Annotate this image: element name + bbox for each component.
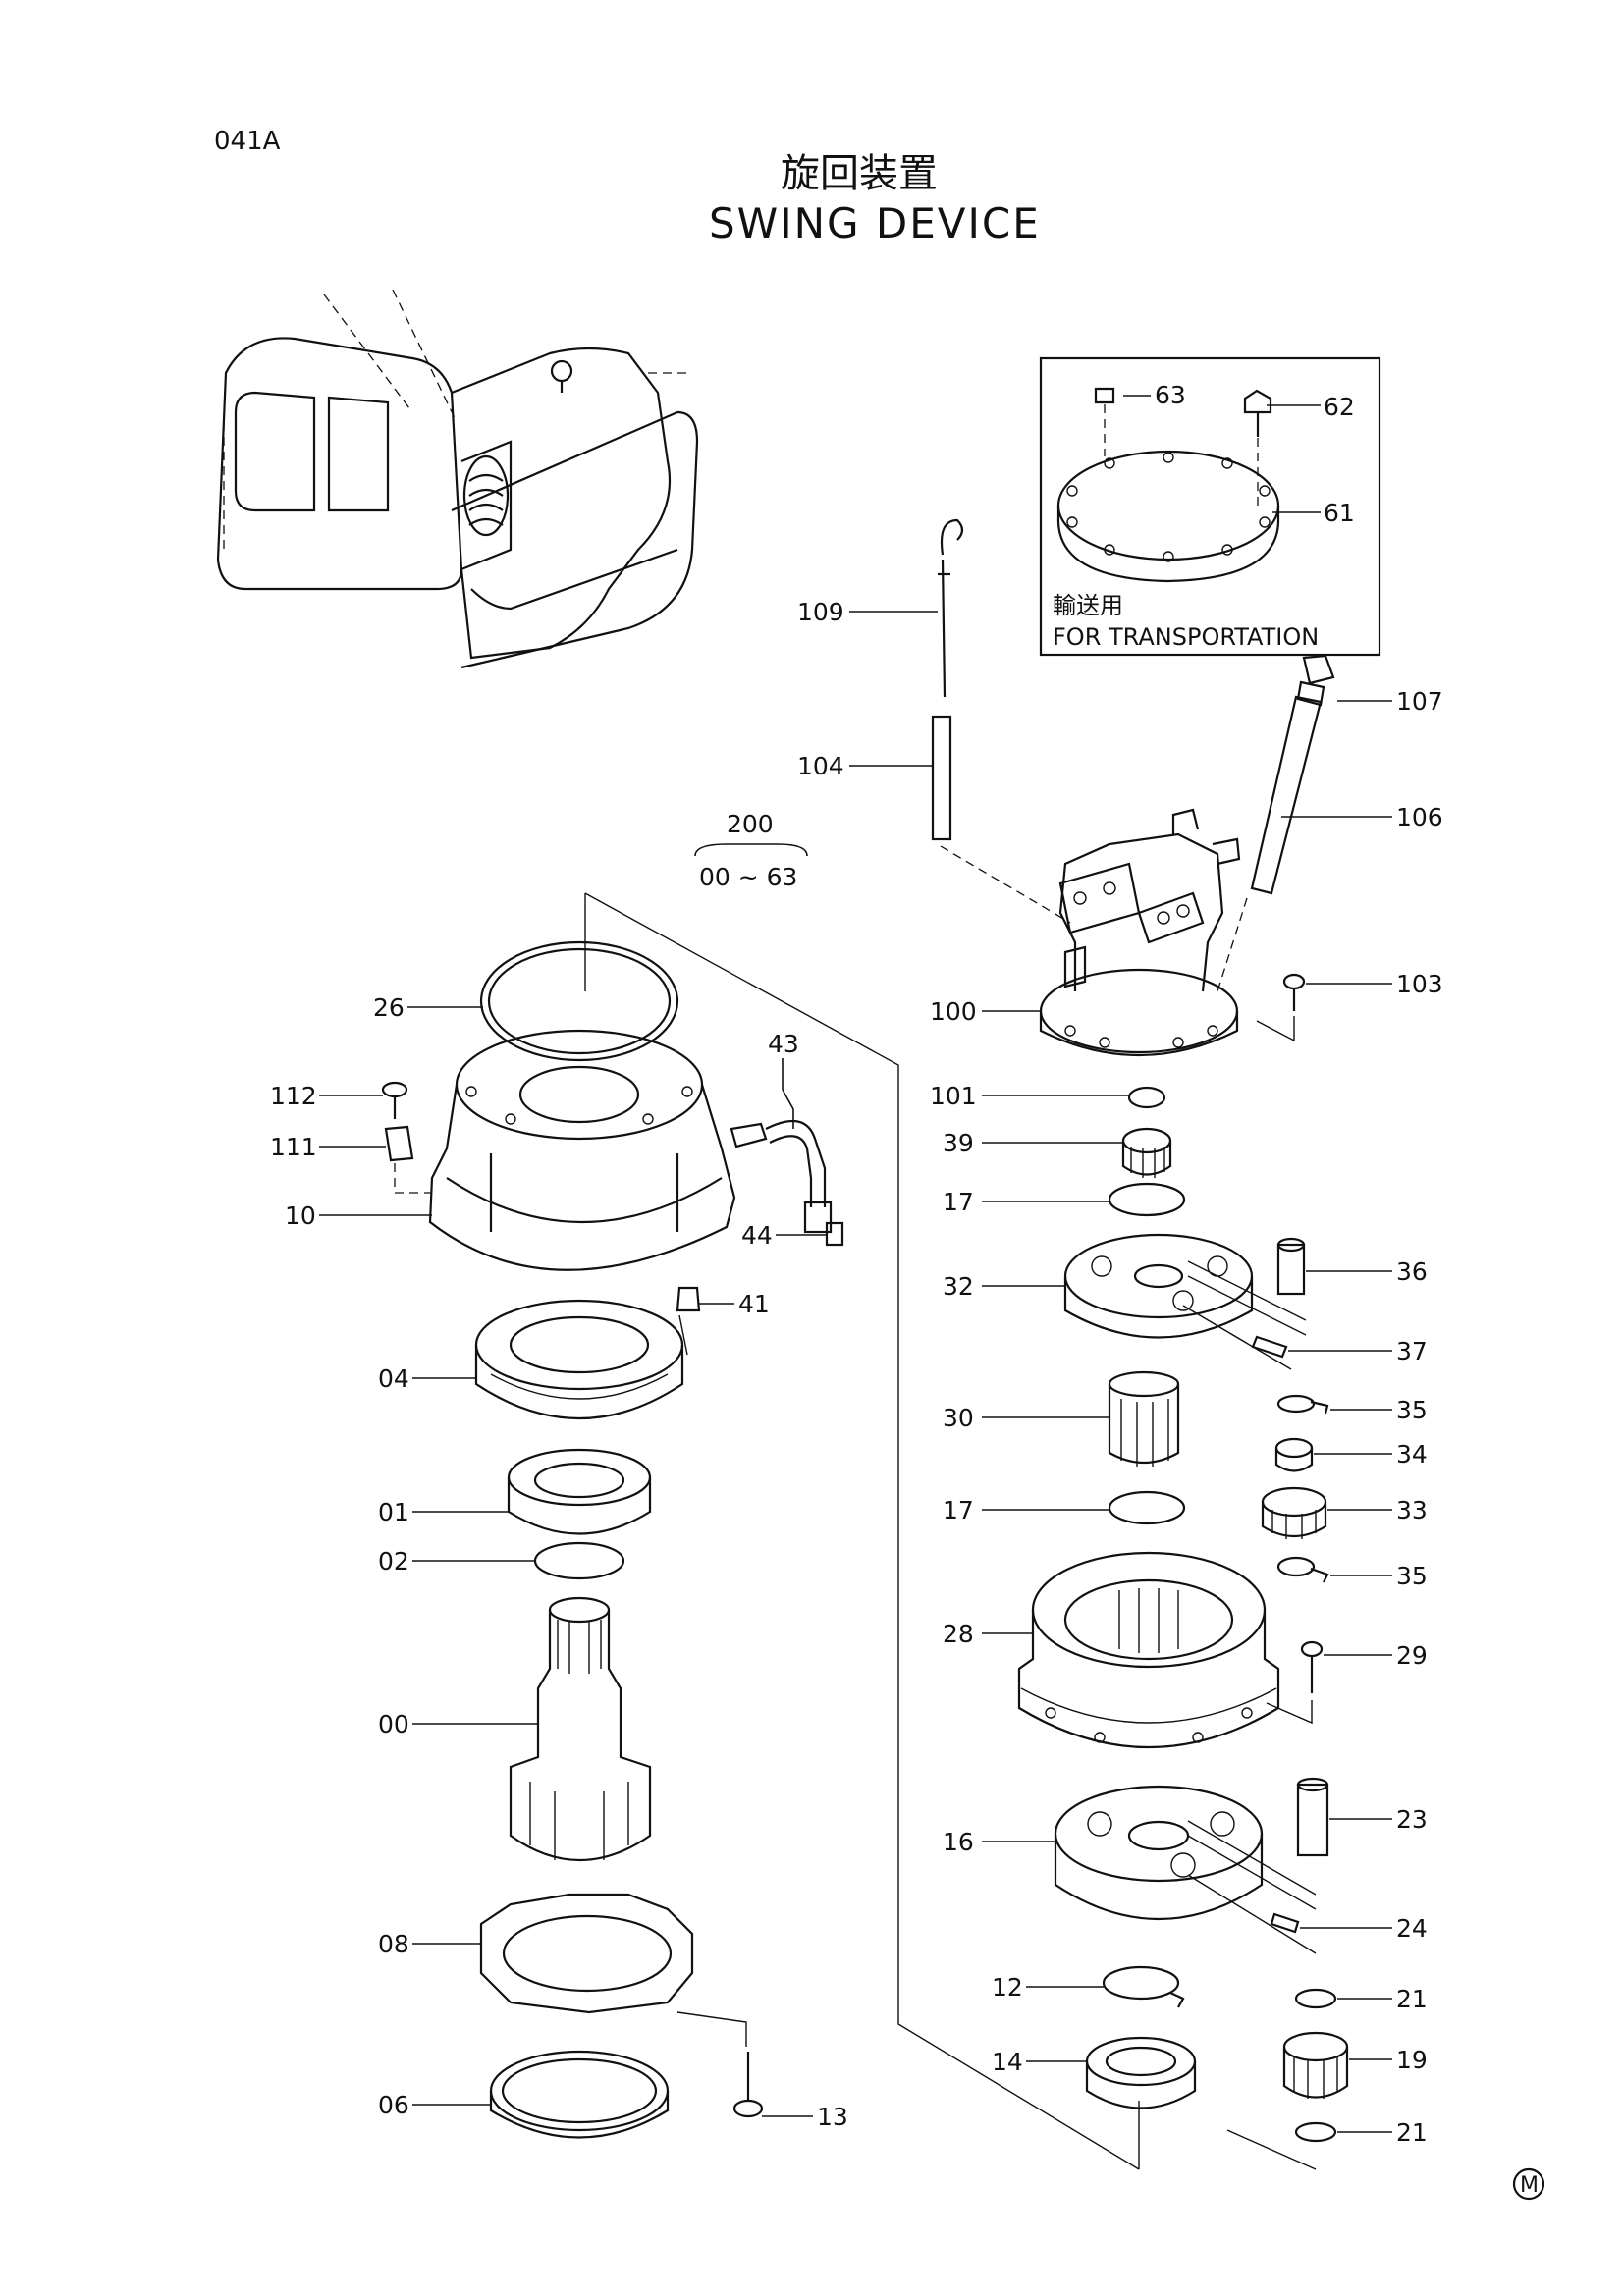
label-01: 01	[378, 1498, 409, 1526]
label-14: 14	[992, 2048, 1023, 2076]
part-44-plug	[825, 1221, 844, 1247]
part-12-snap-ring	[1102, 1965, 1185, 2008]
part-37-pin	[1251, 1335, 1288, 1359]
label-39: 39	[943, 1129, 974, 1157]
label-12: 12	[992, 1973, 1023, 2002]
maker-mark-icon: M	[1512, 2167, 1545, 2201]
label-35a: 35	[1396, 1396, 1428, 1424]
part-14-bearing	[1085, 2036, 1197, 2109]
label-35b: 35	[1396, 1562, 1428, 1590]
label-34: 34	[1396, 1440, 1428, 1468]
part-100-motor	[1039, 808, 1241, 1056]
label-02: 02	[378, 1547, 409, 1575]
part-17-plate-b	[1108, 1490, 1186, 1525]
part-109-dipstick	[938, 518, 964, 698]
label-10: 10	[285, 1201, 316, 1230]
part-04-bearing	[474, 1299, 684, 1420]
label-32: 32	[943, 1272, 974, 1301]
assembly-number: 200	[727, 810, 774, 838]
part-101-ring	[1127, 1086, 1166, 1109]
part-41-plug	[676, 1286, 701, 1312]
label-100: 100	[930, 997, 977, 1026]
part-21-washer-b	[1294, 2121, 1337, 2143]
part-32-carrier	[1063, 1233, 1307, 1370]
label-08: 08	[378, 1930, 409, 1958]
part-36-pin	[1276, 1237, 1306, 1296]
label-30: 30	[943, 1404, 974, 1432]
label-00: 00	[378, 1710, 409, 1738]
label-28: 28	[943, 1620, 974, 1648]
label-24: 24	[1396, 1914, 1428, 1943]
transport-label-en: FOR TRANSPORTATION	[1053, 623, 1319, 651]
label-37: 37	[1396, 1337, 1428, 1365]
label-23: 23	[1396, 1805, 1428, 1834]
part-02-ring	[533, 1541, 625, 1580]
label-44: 44	[741, 1221, 773, 1250]
part-26-oring	[479, 940, 679, 1062]
part-number-labels: 63 62 61 109 107 104 106 103 100 101 39 …	[270, 381, 1443, 2147]
label-61: 61	[1324, 499, 1355, 527]
label-21b: 21	[1396, 2118, 1428, 2147]
part-19-gear	[1282, 2031, 1349, 2099]
part-33-gear	[1261, 1486, 1327, 1539]
part-39-gear	[1121, 1127, 1172, 1178]
label-21a: 21	[1396, 1985, 1428, 2013]
maker-mark-letter: M	[1520, 2173, 1539, 2198]
part-30-sun-gear	[1108, 1370, 1180, 1467]
part-16-carrier	[1054, 1785, 1317, 1954]
label-13: 13	[817, 2103, 848, 2131]
part-21-washer-a	[1294, 1988, 1337, 2009]
excavator-location-sketch	[216, 289, 699, 669]
label-29: 29	[1396, 1641, 1428, 1670]
part-24-pin	[1270, 1912, 1300, 1934]
label-17b: 17	[943, 1496, 974, 1524]
part-112-111	[381, 1081, 432, 1194]
label-104: 104	[797, 752, 844, 780]
label-62: 62	[1324, 393, 1355, 421]
label-43: 43	[768, 1030, 799, 1058]
part-35-washer-b	[1276, 1556, 1329, 1583]
page-code: 041A	[214, 127, 281, 156]
part-103-bolt	[1256, 973, 1306, 1042]
label-109: 109	[797, 598, 844, 626]
part-08-retainer	[479, 1893, 694, 2014]
leader-lines	[319, 395, 1392, 2133]
part-01-seal	[507, 1448, 652, 1535]
part-06-seal	[489, 2050, 670, 2139]
label-17a: 17	[943, 1188, 974, 1216]
part-35-washer-a	[1276, 1394, 1329, 1415]
label-04: 04	[378, 1364, 409, 1393]
label-26: 26	[373, 993, 405, 1022]
label-103: 103	[1396, 970, 1443, 998]
transportation-box: 輸送用 FOR TRANSPORTATION	[1039, 356, 1381, 657]
transport-label-jp: 輸送用	[1053, 592, 1123, 619]
label-101: 101	[930, 1082, 977, 1110]
label-111: 111	[270, 1133, 317, 1161]
title-japanese: 旋回装置	[781, 151, 938, 196]
label-16: 16	[943, 1828, 974, 1856]
label-19: 19	[1396, 2046, 1428, 2074]
title-english: SWING DEVICE	[709, 199, 1041, 247]
label-06: 06	[378, 2091, 409, 2119]
part-17-plate-a	[1108, 1182, 1186, 1217]
part-29-bolt	[1266, 1640, 1324, 1725]
part-13-bolt	[676, 2011, 764, 2118]
label-107: 107	[1396, 687, 1443, 716]
part-34-bearing	[1274, 1437, 1314, 1472]
label-33: 33	[1396, 1496, 1428, 1524]
part-23-pin	[1296, 1777, 1329, 1857]
label-36: 36	[1396, 1257, 1428, 1286]
assembly-range: 00 ~ 63	[699, 863, 797, 891]
part-00-shaft	[509, 1596, 652, 1861]
label-112: 112	[270, 1082, 317, 1110]
part-104-pipe	[931, 715, 1071, 924]
label-106: 106	[1396, 803, 1443, 831]
part-28-ring-gear	[1017, 1551, 1280, 1749]
part-106-107	[1217, 654, 1335, 992]
label-41: 41	[738, 1290, 770, 1318]
part-10-housing	[428, 1029, 833, 1271]
label-63: 63	[1155, 381, 1186, 409]
